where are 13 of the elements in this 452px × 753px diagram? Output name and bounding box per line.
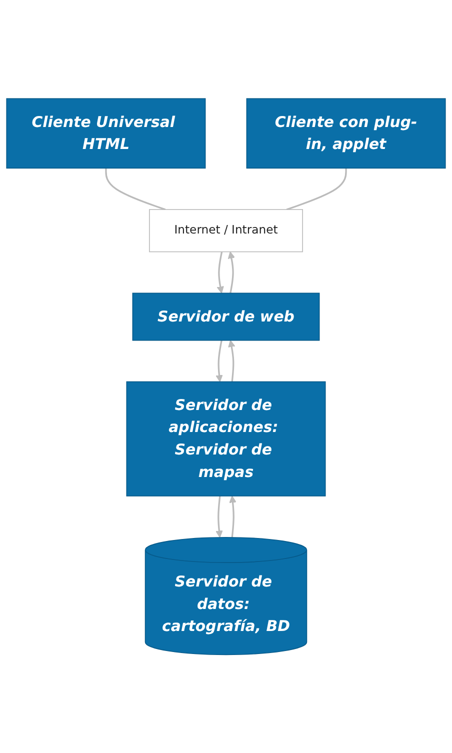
arrow [228,340,236,382]
node-box: Cliente con plug-in, applet [246,98,446,168]
node-box: Servidor de aplicaciones: Servidor de mapas [126,381,326,496]
node-box: Servidor de web [132,292,320,341]
arrow [216,251,224,294]
arrow [216,496,223,538]
connector [105,168,166,210]
arrow [228,251,236,294]
connector [286,168,347,210]
node-box: Internet / Intranet [149,208,303,252]
arrow [229,496,236,538]
arrow [216,340,223,382]
node-box: Cliente Universal HTML [6,98,206,168]
